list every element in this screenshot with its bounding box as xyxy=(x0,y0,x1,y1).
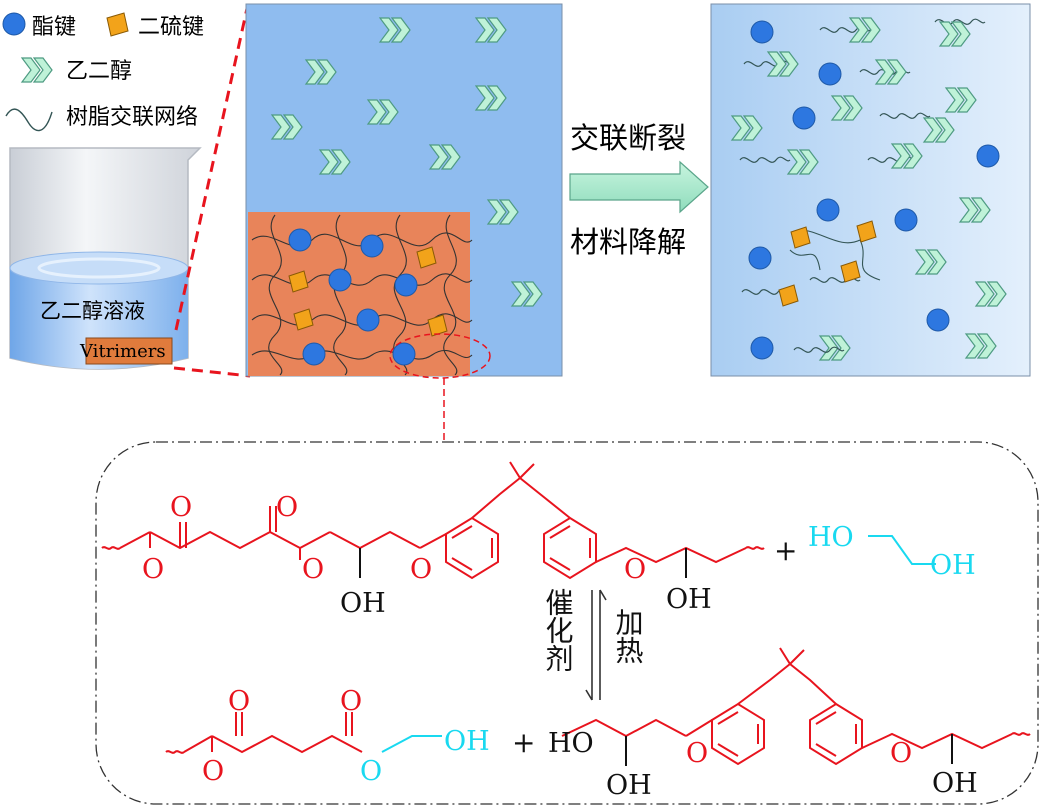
heat-label: 加热 xyxy=(612,608,645,664)
equilibrium: 催化剂 加热 xyxy=(542,588,645,701)
o-label-2: O xyxy=(142,554,164,585)
process-arrow: 交联断裂 材料降解 xyxy=(569,121,709,259)
glycol-icon xyxy=(21,57,53,83)
reactant-polymer xyxy=(101,461,765,580)
legend-ester: 酯键 xyxy=(32,15,76,40)
o-label-10: O xyxy=(686,738,708,769)
ethylene-glycol: HO OH xyxy=(808,522,976,581)
plus-2: + xyxy=(512,726,535,759)
legend: 酯键 二硫键 乙二醇 树脂交联网络 xyxy=(2,12,204,132)
ho-label: HO xyxy=(808,522,854,553)
resin-network-icon xyxy=(5,108,53,132)
plus-1: + xyxy=(774,534,797,567)
ho-label-2: HO xyxy=(548,728,594,759)
oh-cyan-label-2: OH xyxy=(444,726,490,757)
beaker: 乙二醇溶液 Vitrimers xyxy=(9,147,202,370)
o-label-3: O xyxy=(276,492,298,523)
ester-bond-icon xyxy=(2,12,26,36)
oh-label-3: OH xyxy=(606,770,652,801)
arrow-label-bottom: 材料降解 xyxy=(570,225,686,259)
sample-label: Vitrimers xyxy=(79,341,166,362)
o-label-6: O xyxy=(624,554,646,585)
o-label-7: O xyxy=(228,686,250,717)
legend-glycol: 乙二醇 xyxy=(66,59,132,84)
o-label-9: O xyxy=(340,686,362,717)
oh-label-2: OH xyxy=(666,584,712,615)
reaction-box xyxy=(95,441,1039,805)
vitrimer-sample xyxy=(85,337,173,365)
legend-disulfide: 二硫键 xyxy=(138,15,204,40)
disulfide-bond-icon xyxy=(106,12,129,37)
panel-swollen xyxy=(245,3,563,379)
oh-label-1: OH xyxy=(340,588,386,619)
legend-resin: 树脂交联网络 xyxy=(66,105,198,130)
oh-cyan-label: OH xyxy=(930,550,976,581)
product-polymer xyxy=(165,647,1031,766)
o-label-11: O xyxy=(890,738,912,769)
o-label-cyan: O xyxy=(360,756,382,787)
product-labels: O O O O OH + HO OH O O OH xyxy=(202,686,978,801)
zoom-lines xyxy=(173,3,251,378)
solution-label: 乙二醇溶液 xyxy=(40,299,145,323)
o-label-5: O xyxy=(410,554,432,585)
reactant-labels: O O O O O O OH OH + xyxy=(142,492,797,619)
o-label-8: O xyxy=(202,756,224,787)
panel-degraded xyxy=(710,3,1031,377)
arrow-label-top: 交联断裂 xyxy=(570,121,686,155)
catalyst-label: 催化剂 xyxy=(542,588,575,672)
o-label-4: O xyxy=(302,554,324,585)
o-label-1: O xyxy=(170,492,192,523)
oh-label-4: OH xyxy=(932,768,978,799)
